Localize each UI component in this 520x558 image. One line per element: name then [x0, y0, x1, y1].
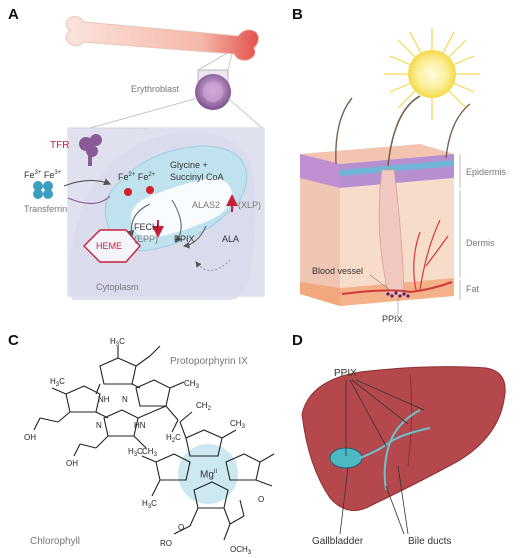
- fat-label: Fat: [466, 284, 480, 294]
- skin-ppix-label: PPIX: [382, 314, 403, 324]
- heme-label: HEME: [96, 241, 123, 251]
- svg-text:O: O: [258, 495, 264, 504]
- svg-text:RO: RO: [160, 539, 172, 548]
- svg-text:CH3: CH3: [184, 379, 200, 390]
- panel-c-structures: H3C H3C CH3 H2C NH N N HN OH OH CH3 CH2 …: [24, 337, 275, 556]
- panel-d: D PPIX Gallbladder Bile ducts: [290, 326, 520, 558]
- bone-shape: [65, 16, 260, 61]
- xlp-label: (XLP): [238, 200, 262, 210]
- ppix-label: PPIX: [174, 234, 195, 244]
- fe3-label: Fe3+ Fe3+: [24, 170, 62, 180]
- transferrin-label: Transferrin: [24, 204, 68, 214]
- panel-b-illustration: [300, 28, 480, 314]
- fech-label: FECH: [134, 222, 159, 232]
- tfr-receptor: [79, 134, 102, 166]
- svg-text:CH3: CH3: [142, 447, 158, 458]
- alas2-label: ALAS2: [192, 200, 221, 210]
- svg-text:N: N: [96, 421, 102, 430]
- svg-text:CH3: CH3: [230, 419, 246, 430]
- glycine-label: Glycine +: [170, 160, 208, 170]
- bile-ducts-label: Bile ducts: [408, 536, 452, 547]
- dermis-label: Dermis: [466, 238, 495, 248]
- panel-a-letter: A: [8, 6, 19, 23]
- svg-text:H2C: H2C: [166, 433, 181, 444]
- panel-a-illustration: [33, 16, 265, 300]
- cytoplasm-label: Cytoplasm: [96, 282, 139, 292]
- heme-region: [83, 229, 141, 263]
- sun-icon: [384, 28, 480, 120]
- tfr-label: TFR: [50, 140, 70, 151]
- panel-a: A: [0, 0, 270, 300]
- svg-text:H3C: H3C: [142, 499, 157, 510]
- panel-b: B: [270, 0, 520, 324]
- fe2-label: Fe2+ Fe2+: [118, 172, 156, 182]
- svg-text:H3C: H3C: [110, 337, 125, 348]
- gallbladder-label: Gallbladder: [312, 536, 364, 547]
- svg-text:CH2: CH2: [196, 401, 212, 412]
- chlorophyll-structure: [141, 411, 275, 541]
- svg-text:OCH3: OCH3: [230, 545, 252, 556]
- panel-d-illustration: [301, 366, 506, 535]
- epidermis-label: Epidermis: [466, 167, 507, 177]
- svg-text:H3C: H3C: [50, 377, 65, 388]
- liver-ppix-label: PPIX: [334, 368, 357, 379]
- mg-label: MgII: [200, 469, 218, 481]
- panel-d-letter: D: [292, 332, 303, 349]
- ala-label: ALA: [222, 234, 240, 244]
- succinyl-label: Succinyl CoA: [170, 172, 224, 182]
- svg-text:OH: OH: [66, 459, 78, 468]
- liver-shape: [301, 366, 506, 511]
- skin-cross-section: [300, 95, 471, 306]
- mitochondrion: [104, 145, 248, 252]
- panel-b-letter: B: [292, 6, 303, 23]
- svg-text:O: O: [178, 523, 184, 532]
- blood-vessel-label: Blood vessel: [312, 266, 364, 276]
- panel-c-letter: C: [8, 332, 19, 349]
- panel-c: C: [0, 326, 290, 558]
- fe2-dot: [146, 186, 154, 194]
- epp-label: (EPP): [134, 234, 159, 244]
- chlorophyll-label: Chlorophyll: [30, 536, 81, 547]
- svg-text:H3C: H3C: [128, 447, 143, 458]
- erythroblast-label: Erythroblast: [131, 84, 180, 94]
- svg-text:N: N: [122, 395, 128, 404]
- svg-text:OH: OH: [24, 433, 36, 442]
- protoporphyrin-structure: [33, 345, 185, 457]
- protoporphyrin-label: Protoporphyrin IX: [170, 356, 248, 367]
- transferrin-molecule: [33, 181, 53, 199]
- bile-ducts: [359, 409, 431, 491]
- svg-text:HN: HN: [134, 421, 146, 430]
- fe2-dot: [124, 188, 132, 196]
- svg-text:NH: NH: [98, 395, 110, 404]
